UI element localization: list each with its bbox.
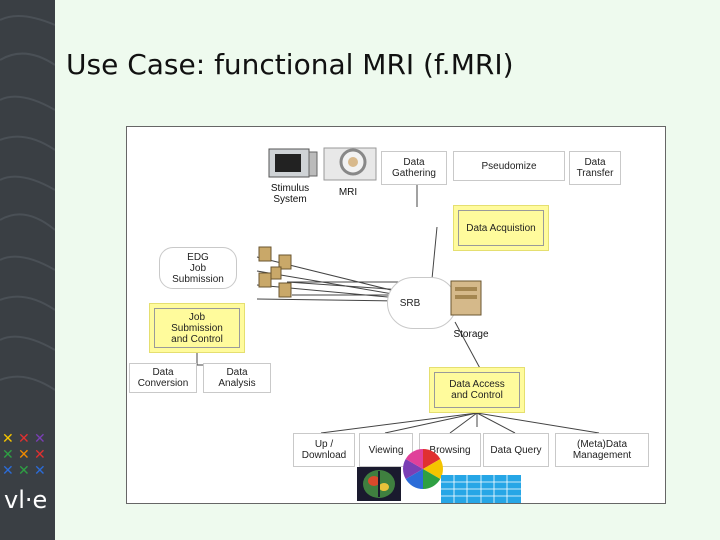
data-gathering-box: Data Gathering [381, 151, 447, 185]
diagram-panel: Stimulus System MRI Data Gathering Pseud… [126, 126, 666, 504]
data-acquisition-label: Data Acquistion [458, 210, 544, 246]
mri-scanner-icon [323, 147, 377, 181]
srb-cloud: SRB [387, 277, 457, 329]
data-transfer-box: Data Transfer [569, 151, 621, 185]
slide-title: Use Case: functional MRI (f.MRI) [66, 48, 514, 81]
data-analysis-box: Data Analysis [203, 363, 271, 393]
svg-text:✕: ✕ [2, 431, 14, 447]
browsing-box: Browsing [419, 433, 481, 467]
data-access-control-box: Data Access and Control [429, 367, 525, 413]
metadata-management-box: (Meta)Data Management [555, 433, 649, 467]
sidebar: ✕✕✕ ✕✕✕ ✕✕✕ vl·e [0, 0, 55, 540]
pseudomize-box: Pseudomize [453, 151, 565, 181]
svg-text:✕: ✕ [34, 463, 46, 479]
sidebar-swirl-pattern [0, 15, 55, 391]
up-download-box: Up / Download [293, 433, 355, 467]
storage-server-icon [450, 280, 482, 316]
viewing-box: Viewing [359, 433, 413, 467]
data-conversion-box: Data Conversion [129, 363, 197, 393]
data-access-control-label: Data Access and Control [434, 372, 520, 408]
mri-label: MRI [338, 187, 358, 198]
srb-label: SRB [399, 297, 421, 309]
monitor-icon [268, 148, 318, 178]
svg-text:✕: ✕ [2, 463, 14, 479]
color-wheel-thumbnail [403, 449, 443, 489]
job-submission-control-label: Job Submission and Control [154, 308, 240, 348]
storage-label: Storage [453, 329, 489, 340]
svg-text:✕: ✕ [18, 447, 30, 463]
vle-logo-text: vl·e [4, 486, 48, 514]
svg-text:✕: ✕ [18, 463, 30, 479]
vle-logo-icon: ✕✕✕ ✕✕✕ ✕✕✕ [2, 431, 46, 479]
server-cluster-icon [258, 246, 292, 298]
stimulus-system-label: Stimulus System [270, 183, 310, 205]
svg-text:✕: ✕ [18, 431, 30, 447]
job-submission-control-box: Job Submission and Control [149, 303, 245, 353]
svg-text:✕: ✕ [2, 447, 14, 463]
svg-text:✕: ✕ [34, 431, 46, 447]
svg-text:✕: ✕ [34, 447, 46, 463]
brain-scan-thumbnail [357, 467, 401, 501]
data-acquisition-box: Data Acquistion [453, 205, 549, 251]
edg-job-submission-box: EDG Job Submission [159, 247, 237, 289]
data-table-thumbnail [441, 475, 521, 503]
data-query-box: Data Query [483, 433, 549, 467]
